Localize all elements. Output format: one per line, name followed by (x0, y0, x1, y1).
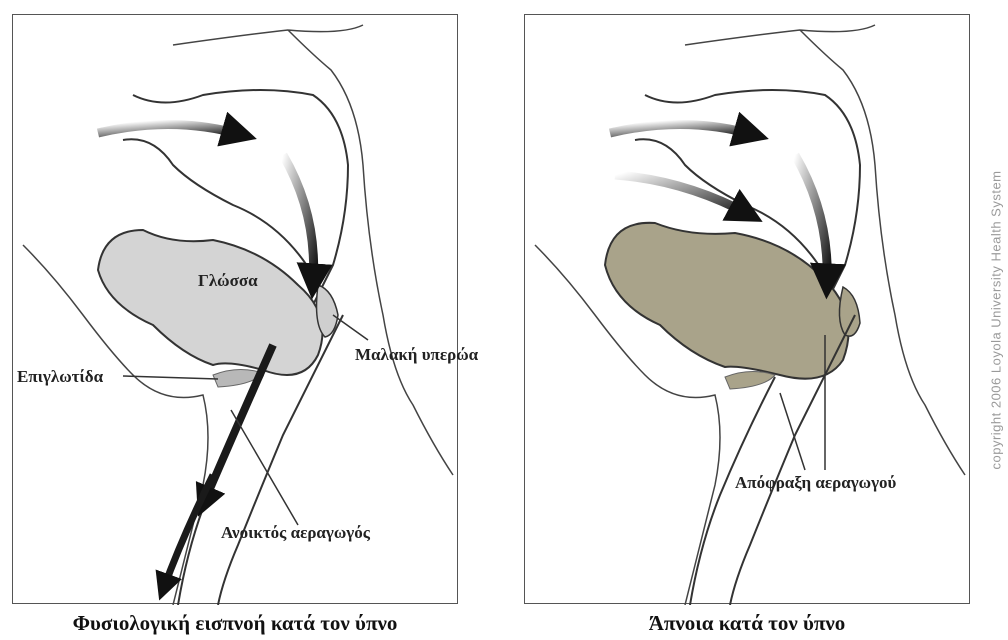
normal-anatomy-illustration (13, 15, 459, 605)
trachea-left-wall (178, 375, 263, 605)
tongue-shape (98, 230, 323, 375)
apnea-caption: Άπνοια κατά τον ύπνο (524, 611, 970, 636)
open-airway-label: Ανοικτός αεραγωγός (221, 523, 370, 543)
apnea-panel: Απόφραξη αεραγωγού (524, 14, 970, 604)
airflow-arrow-mouth (615, 175, 750, 215)
epiglottis-shape (725, 371, 775, 389)
apnea-anatomy-illustration (525, 15, 971, 605)
airflow-arrow-nose (98, 124, 243, 135)
tongue-label: Γλώσσα (198, 271, 258, 291)
obstruction-leader-tongue (780, 393, 805, 470)
airflow-arrow-pharynx (283, 155, 314, 285)
copyright-text: copyright 2006 Loyola University Health … (989, 170, 1004, 469)
airflow-arrow-nose (610, 124, 755, 135)
soft-palate-label: Μαλακή υπερώα (355, 345, 478, 365)
tongue-shape-obstructing (605, 223, 849, 379)
normal-breathing-caption: Φυσιολογική εισπνοή κατά τον ύπνο (12, 611, 458, 636)
epiglottis-label: Επιγλωτίδα (17, 367, 103, 387)
soft-palate-shape (317, 285, 338, 337)
soft-palate-shape (839, 287, 860, 336)
airflow-arrow-lower (163, 475, 213, 590)
normal-breathing-panel: Γλώσσα Μαλακή υπερώα Επιγλωτίδα Ανοικτός… (12, 14, 458, 604)
airway-obstruction-label: Απόφραξη αεραγωγού (735, 473, 896, 493)
soft-palate-leader (333, 315, 368, 340)
